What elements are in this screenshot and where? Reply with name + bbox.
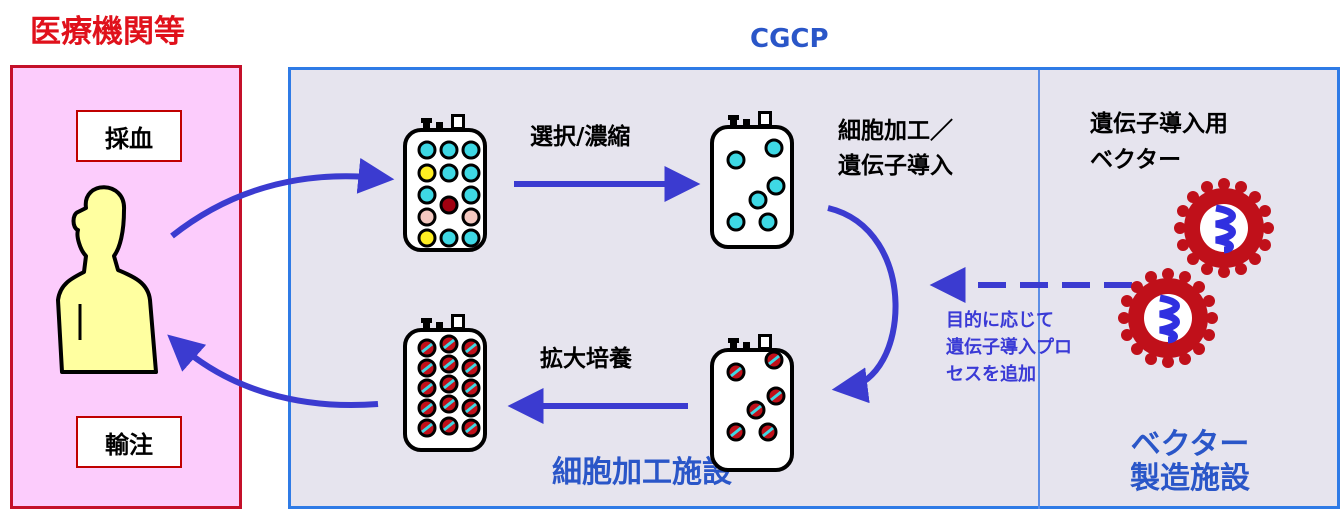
vector-virus-icon	[1118, 268, 1218, 368]
vector-label-line2: ベクター	[1090, 147, 1182, 173]
blood-draw-label: 採血	[105, 124, 153, 153]
note-line3: セスを追加	[946, 364, 1036, 385]
medical-institution-heading: 医療機関等	[30, 14, 185, 50]
transduced-cells	[726, 350, 786, 442]
blood-draw-box: 採血	[76, 110, 182, 162]
expanded-cells	[417, 334, 481, 438]
note-line2: 遺伝子導入プロ	[946, 337, 1072, 358]
vector-virus-icon	[1174, 178, 1274, 278]
expansion-label: 拡大培養	[540, 346, 632, 372]
vector-facility-line2: 製造施設	[1130, 461, 1250, 496]
processing-label-line2: 遺伝子導入	[838, 153, 953, 179]
processing-label-line1: 細胞加工／	[838, 118, 953, 144]
facility-divider	[1038, 70, 1040, 509]
infusion-label: 輸注	[105, 430, 153, 459]
cgcp-heading: CGCP	[750, 24, 829, 54]
cell-processing-facility-label: 細胞加工施設	[552, 455, 732, 490]
arrow-to-infusion	[167, 334, 379, 409]
arrow-to-selection	[170, 157, 395, 239]
selected-cells	[726, 138, 786, 232]
vector-facility-label: ベクター 製造施設	[1110, 428, 1270, 496]
vector-facility-line1: ベクター	[1130, 427, 1250, 462]
person-icon	[56, 185, 158, 374]
arrow-processing	[827, 205, 899, 404]
selection-label: 選択/濃縮	[530, 124, 631, 150]
infusion-box: 輸注	[76, 416, 182, 468]
note-line1: 目的に応じて	[946, 310, 1054, 331]
mixed-cells	[417, 140, 481, 248]
vector-label-line1: 遺伝子導入用	[1090, 111, 1228, 137]
